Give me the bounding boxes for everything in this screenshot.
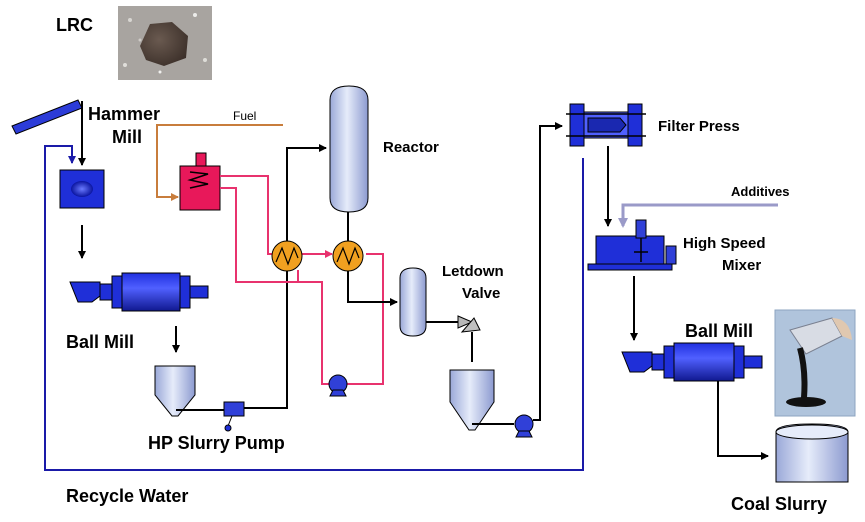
- label-ball-mill-right: Ball Mill: [685, 321, 753, 341]
- label-recycle-water: Recycle Water: [66, 486, 188, 506]
- label-hammer: Hammer: [88, 104, 160, 124]
- label-high-speed: High Speed: [683, 235, 766, 252]
- transfer-pump: [514, 414, 534, 438]
- high-speed-mixer: [587, 219, 677, 271]
- label-lrc: LRC: [56, 15, 93, 35]
- label-reactor: Reactor: [383, 139, 439, 156]
- pump-to-reactor-line: [244, 144, 327, 409]
- heat-exchanger-2: [332, 240, 364, 272]
- additives-line: [618, 203, 778, 228]
- coal-slurry-tank: [775, 423, 849, 483]
- reactor-vessel: [329, 85, 369, 213]
- label-ball-mill-left: Ball Mill: [66, 332, 134, 352]
- pouring-slurry-photo-icon: [774, 309, 856, 417]
- valve-body: [460, 317, 481, 333]
- label-filter-press: Filter Press: [658, 118, 740, 135]
- filter-press: [566, 103, 646, 147]
- ball-mill-right: [621, 342, 763, 382]
- label-mixer: Mixer: [722, 257, 761, 274]
- fired-heater: [179, 152, 221, 211]
- fuel-line: [156, 124, 283, 201]
- label-mill: Mill: [112, 127, 142, 147]
- ball-mill-left: [69, 272, 209, 312]
- circulation-pump: [328, 374, 348, 397]
- label-valve: Valve: [462, 285, 500, 302]
- letdown-valve-icon: [457, 315, 474, 329]
- feed-conveyor: [11, 99, 83, 135]
- lrc-photo-icon: [118, 6, 212, 80]
- exchanger-to-letdown-line: [347, 271, 398, 306]
- slurry-tank-middle: [449, 369, 495, 431]
- heat-exchanger-1: [271, 240, 303, 272]
- letdown-vessel: [399, 267, 427, 337]
- label-letdown: Letdown: [442, 263, 504, 280]
- label-coal-slurry: Coal Slurry: [731, 494, 827, 514]
- ballmill-to-slurrytank-line: [717, 381, 769, 460]
- label-additives: Additives: [731, 184, 790, 199]
- pump-to-filterpress-line: [533, 122, 563, 421]
- label-hp-slurry-pump: HP Slurry Pump: [148, 433, 285, 453]
- label-fuel: Fuel: [233, 109, 256, 123]
- recycle-water-line: [44, 145, 584, 471]
- slurry-tank-left: [154, 365, 196, 417]
- hp-slurry-pump: [223, 401, 245, 432]
- hammer-mill: [59, 169, 105, 209]
